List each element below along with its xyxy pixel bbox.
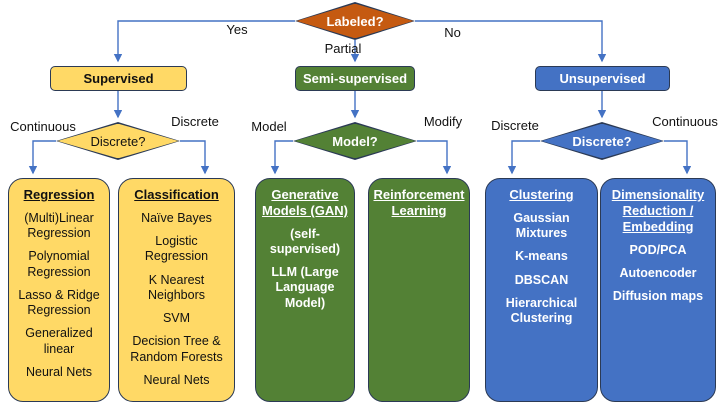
reinforcement-learning-box: Reinforcement Learning: [368, 178, 470, 402]
generative-models-box-title: Generative Models (GAN): [262, 187, 348, 218]
list-item: Gaussian Mixtures: [513, 210, 570, 241]
supervised-discrete-label: Discrete?: [90, 133, 146, 149]
list-item: K-means: [515, 249, 568, 264]
supervised-box-label: Supervised: [83, 71, 154, 86]
edge-label-continuous-right: Continuous: [652, 114, 718, 129]
edge-label-partial: Partial: [324, 41, 362, 56]
list-item: Autoencoder: [619, 265, 697, 280]
edge-label-model: Model: [251, 119, 287, 134]
reinforcement-learning-box-title: Reinforcement Learning: [373, 187, 465, 218]
unsupervised-discrete-diamond: Discrete?: [540, 122, 664, 160]
supervised-discrete-diamond: Discrete?: [56, 122, 180, 160]
list-item: Naïve Bayes: [141, 210, 212, 225]
labeled-decision-diamond: Labeled?: [295, 2, 415, 40]
edge-label-discrete-right: Discrete: [171, 114, 219, 129]
dimensionality-reduction-box: Dimensionality Reduction / Embedding POD…: [600, 178, 716, 402]
dimensionality-reduction-box-title: Dimensionality Reduction / Embedding: [611, 187, 705, 234]
classification-box: Classification Naïve Bayes Logistic Regr…: [118, 178, 235, 402]
list-item: LLM (Large Language Model): [271, 265, 339, 310]
classification-box-title: Classification: [134, 187, 219, 202]
edge-label-yes: Yes: [226, 22, 248, 37]
unsupervised-box-label: Unsupervised: [559, 71, 646, 86]
unsupervised-box: Unsupervised: [535, 66, 670, 91]
unsupervised-discrete-label: Discrete?: [572, 133, 632, 149]
list-item: (Multi)Linear Regression: [24, 210, 94, 241]
list-item: K Nearest Neighbors: [148, 272, 205, 302]
list-item: SVM: [162, 311, 191, 326]
list-item: Polynomial Regression: [27, 249, 91, 279]
list-item: Decision Tree & Random Forests: [130, 334, 223, 364]
list-item: Generalized linear: [25, 326, 93, 356]
clustering-box-title: Clustering: [509, 187, 574, 202]
list-item: Neural Nets: [143, 372, 210, 387]
list-item: (self-supervised): [269, 226, 341, 256]
semi-supervised-model-diamond: Model?: [293, 122, 417, 160]
list-item: DBSCAN: [514, 272, 569, 287]
semi-supervised-box: Semi-supervised: [295, 66, 415, 91]
semi-supervised-box-label: Semi-supervised: [302, 71, 408, 86]
edge-label-no: No: [444, 25, 461, 40]
list-item: Diffusion maps: [612, 289, 704, 304]
list-item: Logistic Regression: [144, 234, 209, 264]
edge-label-modify: Modify: [423, 114, 463, 129]
supervised-box: Supervised: [50, 66, 187, 91]
edge-label-discrete-left: Discrete: [491, 118, 539, 133]
edge-label-continuous-left: Continuous: [10, 119, 76, 134]
labeled-decision-label: Labeled?: [326, 13, 384, 29]
semi-supervised-model-label: Model?: [332, 133, 378, 149]
clustering-box: Clustering Gaussian Mixtures K-means DBS…: [485, 178, 598, 402]
list-item: Neural Nets: [26, 364, 92, 379]
list-item: Lasso & Ridge Regression: [18, 287, 100, 318]
regression-box-title: Regression: [23, 187, 95, 202]
list-item: POD/PCA: [629, 242, 687, 257]
regression-box: Regression (Multi)Linear Regression Poly…: [8, 178, 110, 402]
generative-models-box: Generative Models (GAN) (self-supervised…: [255, 178, 355, 402]
list-item: Hierarchical Clustering: [505, 295, 578, 326]
